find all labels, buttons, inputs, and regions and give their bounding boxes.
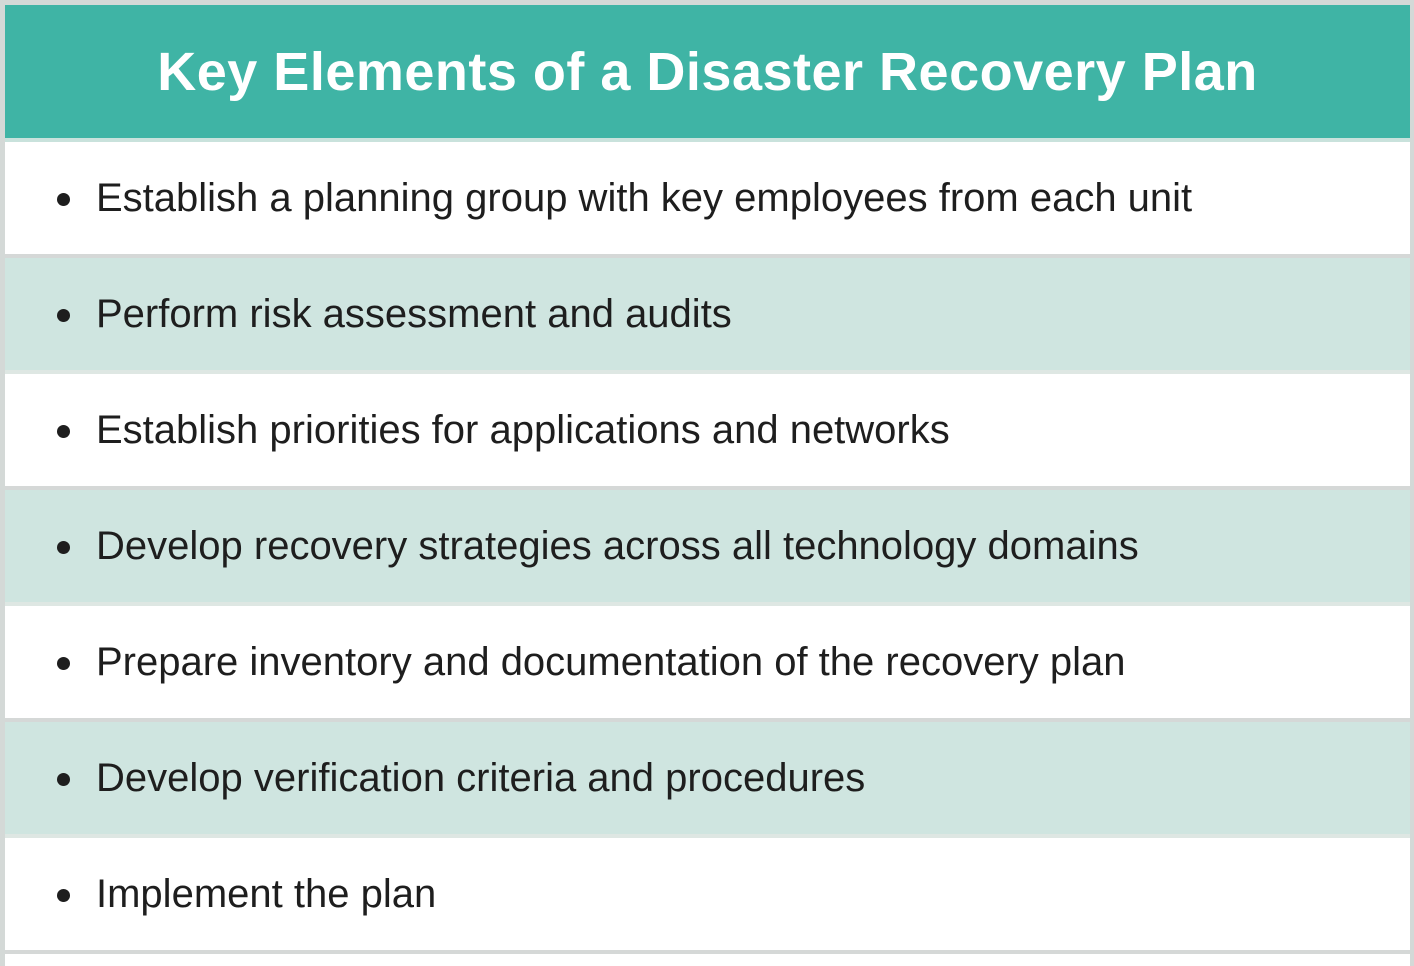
table-title: Key Elements of a Disaster Recovery Plan xyxy=(157,41,1258,102)
list-item-partial xyxy=(5,950,1410,966)
bullet-icon xyxy=(57,772,70,786)
table-header: Key Elements of a Disaster Recovery Plan xyxy=(5,5,1410,138)
bullet-icon xyxy=(57,308,70,322)
bullet-icon xyxy=(57,424,70,438)
list-item: Establish priorities for applications an… xyxy=(5,370,1410,486)
list-item-text: Develop recovery strategies across all t… xyxy=(96,524,1139,568)
list-item: Implement the plan xyxy=(5,834,1410,950)
list-item: Prepare inventory and documentation of t… xyxy=(5,602,1410,718)
list-item: Develop verification criteria and proced… xyxy=(5,718,1410,834)
list-item-text: Prepare inventory and documentation of t… xyxy=(96,640,1126,684)
list-item: Develop recovery strategies across all t… xyxy=(5,486,1410,602)
list-item-text: Implement the plan xyxy=(96,872,437,916)
bullet-icon xyxy=(57,656,70,670)
plan-steps-list: Establish a planning group with key empl… xyxy=(5,138,1410,966)
list-item: Establish a planning group with key empl… xyxy=(5,138,1410,254)
bullet-icon xyxy=(57,192,70,206)
list-item-text: Perform risk assessment and audits xyxy=(96,292,732,336)
list-item-text: Establish priorities for applications an… xyxy=(96,408,950,452)
list-item-text: Develop verification criteria and proced… xyxy=(96,756,866,800)
bullet-icon xyxy=(57,888,70,902)
bullet-icon xyxy=(57,540,70,554)
list-item-text: Establish a planning group with key empl… xyxy=(96,176,1193,220)
list-item: Perform risk assessment and audits xyxy=(5,254,1410,370)
